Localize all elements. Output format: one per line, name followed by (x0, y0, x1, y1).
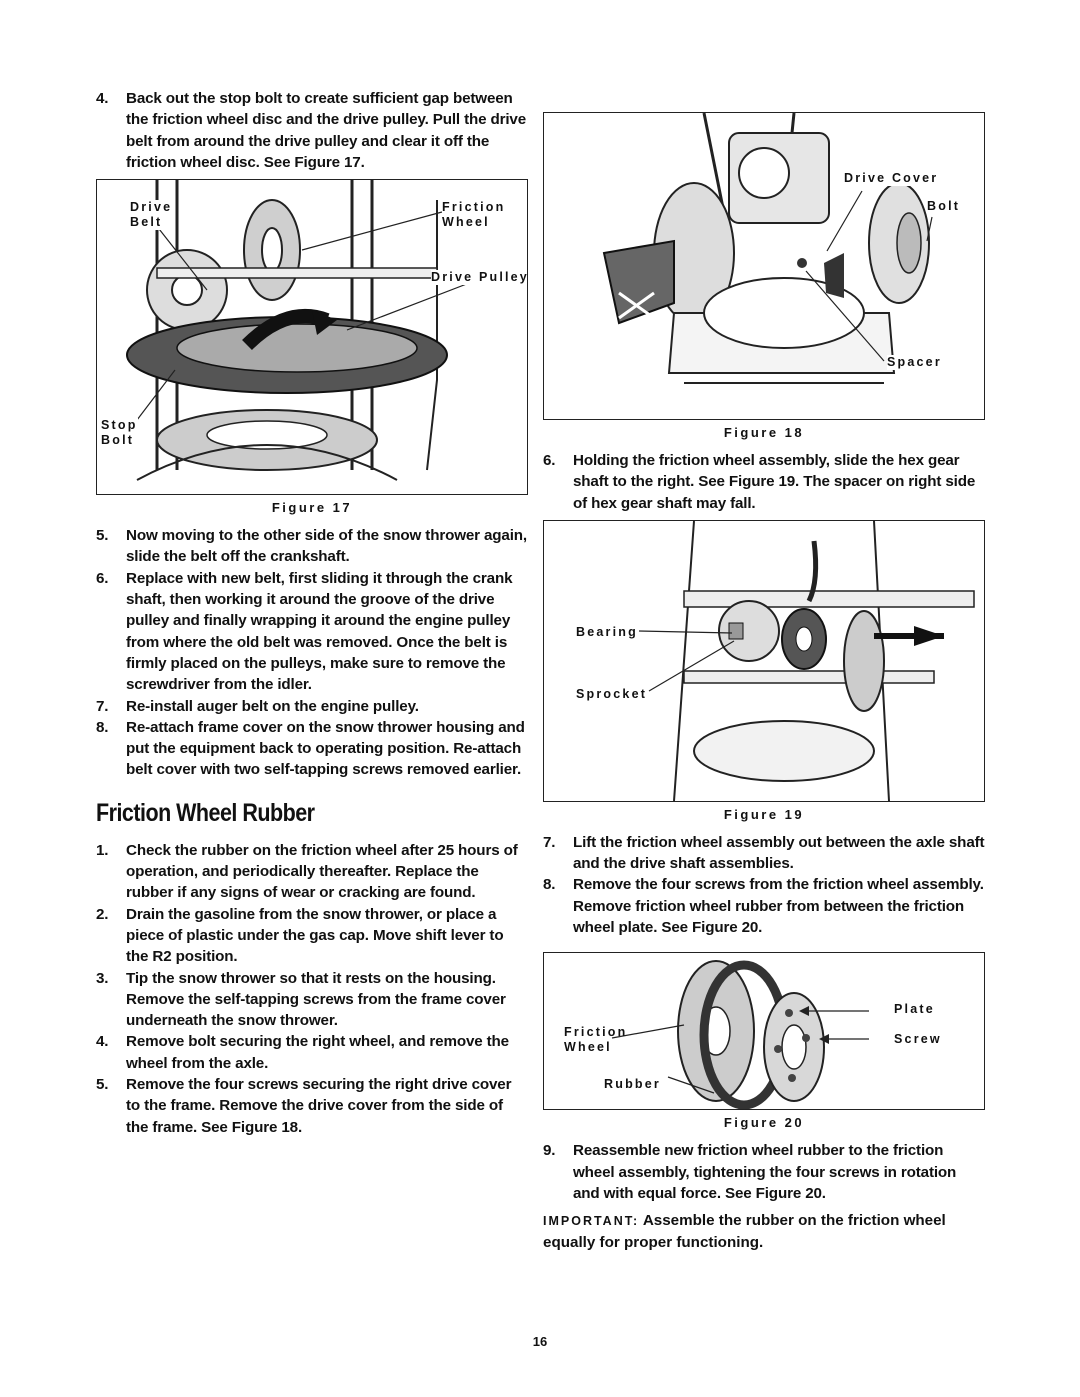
label-drive-cover: Drive Cover (844, 171, 939, 186)
label-spacer: Spacer (887, 355, 942, 370)
figure-17: Drive Belt Friction Wheel Drive Pulley S… (96, 179, 528, 496)
list-item: 6.Holding the friction wheel assembly, s… (543, 452, 976, 512)
steps-list-right-a: 6.Holding the friction wheel assembly, s… (543, 450, 985, 514)
figure-20-illustration (611, 960, 869, 1110)
section-title: Friction Wheel Rubber (96, 798, 315, 827)
list-item: 4.Back out the stop bolt to create suffi… (96, 90, 527, 171)
label-drive-pulley: Drive Pulley (431, 270, 528, 286)
label-stop-bolt: Stop Bolt (101, 418, 138, 449)
label-friction-wheel: Friction Wheel (442, 200, 506, 231)
important-note: IMPORTANT: Assemble the rubber on the fr… (543, 1210, 985, 1253)
label-screw: Screw (894, 1032, 942, 1047)
list-item: 8.Re-attach frame cover on the snow thro… (96, 718, 525, 779)
list-item: 5.Remove the four screws securing the ri… (96, 1076, 512, 1136)
list-item: 2.Drain the gasoline from the snow throw… (96, 905, 504, 966)
figure-19-illustration (638, 520, 975, 801)
list-item: 7.Re-install auger belt on the engine pu… (96, 697, 419, 715)
steps-list-top: 4.Back out the stop bolt to create suffi… (96, 88, 528, 173)
label-bearing: Bearing (576, 624, 638, 640)
left-column: 4.Back out the stop bolt to create suffi… (96, 88, 528, 1138)
label-sprocket: Sprocket (576, 686, 648, 702)
label-drive-belt: Drive Belt (130, 200, 173, 231)
list-item: 7.Lift the friction wheel assembly out b… (543, 833, 985, 873)
important-text: Assemble the rubber on the friction whee… (543, 1212, 946, 1252)
list-item: 9.Reassemble new friction wheel rubber t… (543, 1142, 957, 1202)
right-column: Drive Cover Bolt Spacer Figure 18 6.Hold… (543, 88, 985, 1253)
figure-18-illustration (602, 113, 933, 384)
list-item: 5.Now moving to the other side of the sn… (96, 527, 527, 566)
list-item: 3.Tip the snow thrower so that it rests … (96, 969, 506, 1030)
steps-list-mid: 5.Now moving to the other side of the sn… (96, 525, 528, 781)
figure-20-caption: Figure 20 (723, 1115, 805, 1131)
steps-list-right-b: 7.Lift the friction wheel assembly out b… (543, 832, 985, 938)
steps-list-bottom: 1.Check the rubber on the friction wheel… (96, 840, 528, 1138)
figure-19-caption: Figure 19 (723, 806, 805, 822)
figure-18: Drive Cover Bolt Spacer (543, 112, 985, 420)
figure-17-illustration (126, 180, 478, 482)
label-rubber: Rubber (604, 1077, 661, 1092)
label-friction-wheel-20: Friction Wheel (564, 1025, 628, 1055)
list-item: 4.Remove bolt securing the right wheel, … (96, 1033, 509, 1072)
list-item: 8.Remove the four screws from the fricti… (543, 876, 984, 937)
figure-19: Bearing Sprocket (543, 519, 985, 802)
steps-list-right-c: 9.Reassemble new friction wheel rubber t… (543, 1140, 985, 1204)
label-plate: Plate (894, 1002, 935, 1017)
label-bolt: Bolt (927, 199, 961, 214)
page-number: 16 (532, 1334, 548, 1349)
important-tag: IMPORTANT: (543, 1214, 640, 1229)
figure-17-caption: Figure 17 (271, 500, 353, 516)
list-item: 1.Check the rubber on the friction wheel… (96, 841, 518, 902)
figure-20: Plate Screw Friction Wheel Rubber (543, 952, 985, 1111)
list-item: 6.Replace with new belt, first sliding i… (96, 569, 513, 694)
figure-18-caption: Figure 18 (723, 425, 805, 440)
